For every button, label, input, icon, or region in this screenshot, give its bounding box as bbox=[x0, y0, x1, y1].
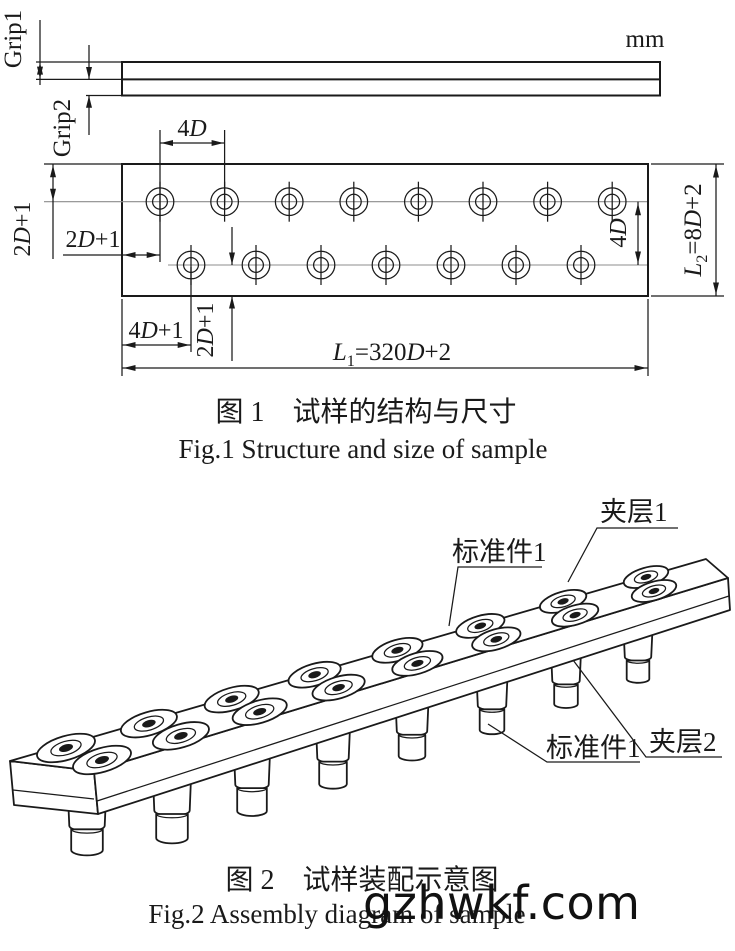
label-layer1: 夹层1 bbox=[600, 497, 668, 527]
dim-l2-height: L2=8D+2 bbox=[680, 183, 711, 277]
fig1-side-view: Grip1 Grip2 mm bbox=[0, 10, 665, 157]
screw-heads bbox=[36, 565, 678, 776]
watermark: gzhwkf.com bbox=[363, 876, 640, 930]
dim-2d1-offset: 2D+1 bbox=[66, 227, 121, 253]
front-layer-line bbox=[96, 595, 730, 802]
leader-fastener-top bbox=[448, 566, 542, 627]
dim-4d-right: 4D bbox=[606, 218, 632, 247]
leader-fastener-bottom bbox=[487, 723, 640, 763]
fig2-caption: 图 2 试样装配示意图 Fig.2 Assembly diagram of sa… bbox=[148, 864, 525, 929]
rivet-holes bbox=[145, 181, 627, 285]
dim-2d1-bottom: 2D+1 bbox=[193, 303, 219, 358]
dim-4d1-bottom: 4D+1 bbox=[129, 318, 184, 344]
unit-label: mm bbox=[626, 26, 665, 53]
fig2-caption-en: Fig.2 Assembly diagram of sample bbox=[148, 899, 525, 929]
left-end-layer-line bbox=[12, 789, 95, 800]
label-fastener-bottom: 标准件1 bbox=[546, 733, 641, 763]
plate-outline bbox=[121, 163, 649, 297]
dimension-arrowheads bbox=[37, 62, 719, 371]
grip1-label: Grip1 bbox=[0, 10, 27, 68]
dim-2d1-left: 2D+1 bbox=[10, 202, 36, 257]
fig1-plan-view: 4D 2D+1 2D+1 4D+1 2D+1 L1=320D+2 L2=8D+2… bbox=[10, 62, 724, 376]
grip2-label: Grip2 bbox=[49, 99, 76, 157]
leader-layer1 bbox=[567, 527, 678, 583]
dim-4d-top: 4D bbox=[177, 116, 206, 142]
dim-l1-length: L1=320D+2 bbox=[332, 339, 451, 370]
fig1-caption-en: Fig.1 Structure and size of sample bbox=[179, 434, 548, 464]
fig1-caption-zh: 图 1 试样的结构与尺寸 bbox=[215, 396, 516, 428]
bar-front-face bbox=[93, 577, 731, 815]
fig2-caption-zh: 图 2 试样装配示意图 bbox=[225, 864, 498, 896]
fig1-caption: 图 1 试样的结构与尺寸 Fig.1 Structure and size of… bbox=[179, 396, 548, 464]
label-fastener-top: 标准件1 bbox=[452, 537, 547, 567]
leader-layer2 bbox=[572, 659, 722, 758]
fig2-assembly: 夹层1 标准件1 标准件1 夹层2 bbox=[9, 497, 731, 857]
label-layer2: 夹层2 bbox=[649, 727, 717, 757]
